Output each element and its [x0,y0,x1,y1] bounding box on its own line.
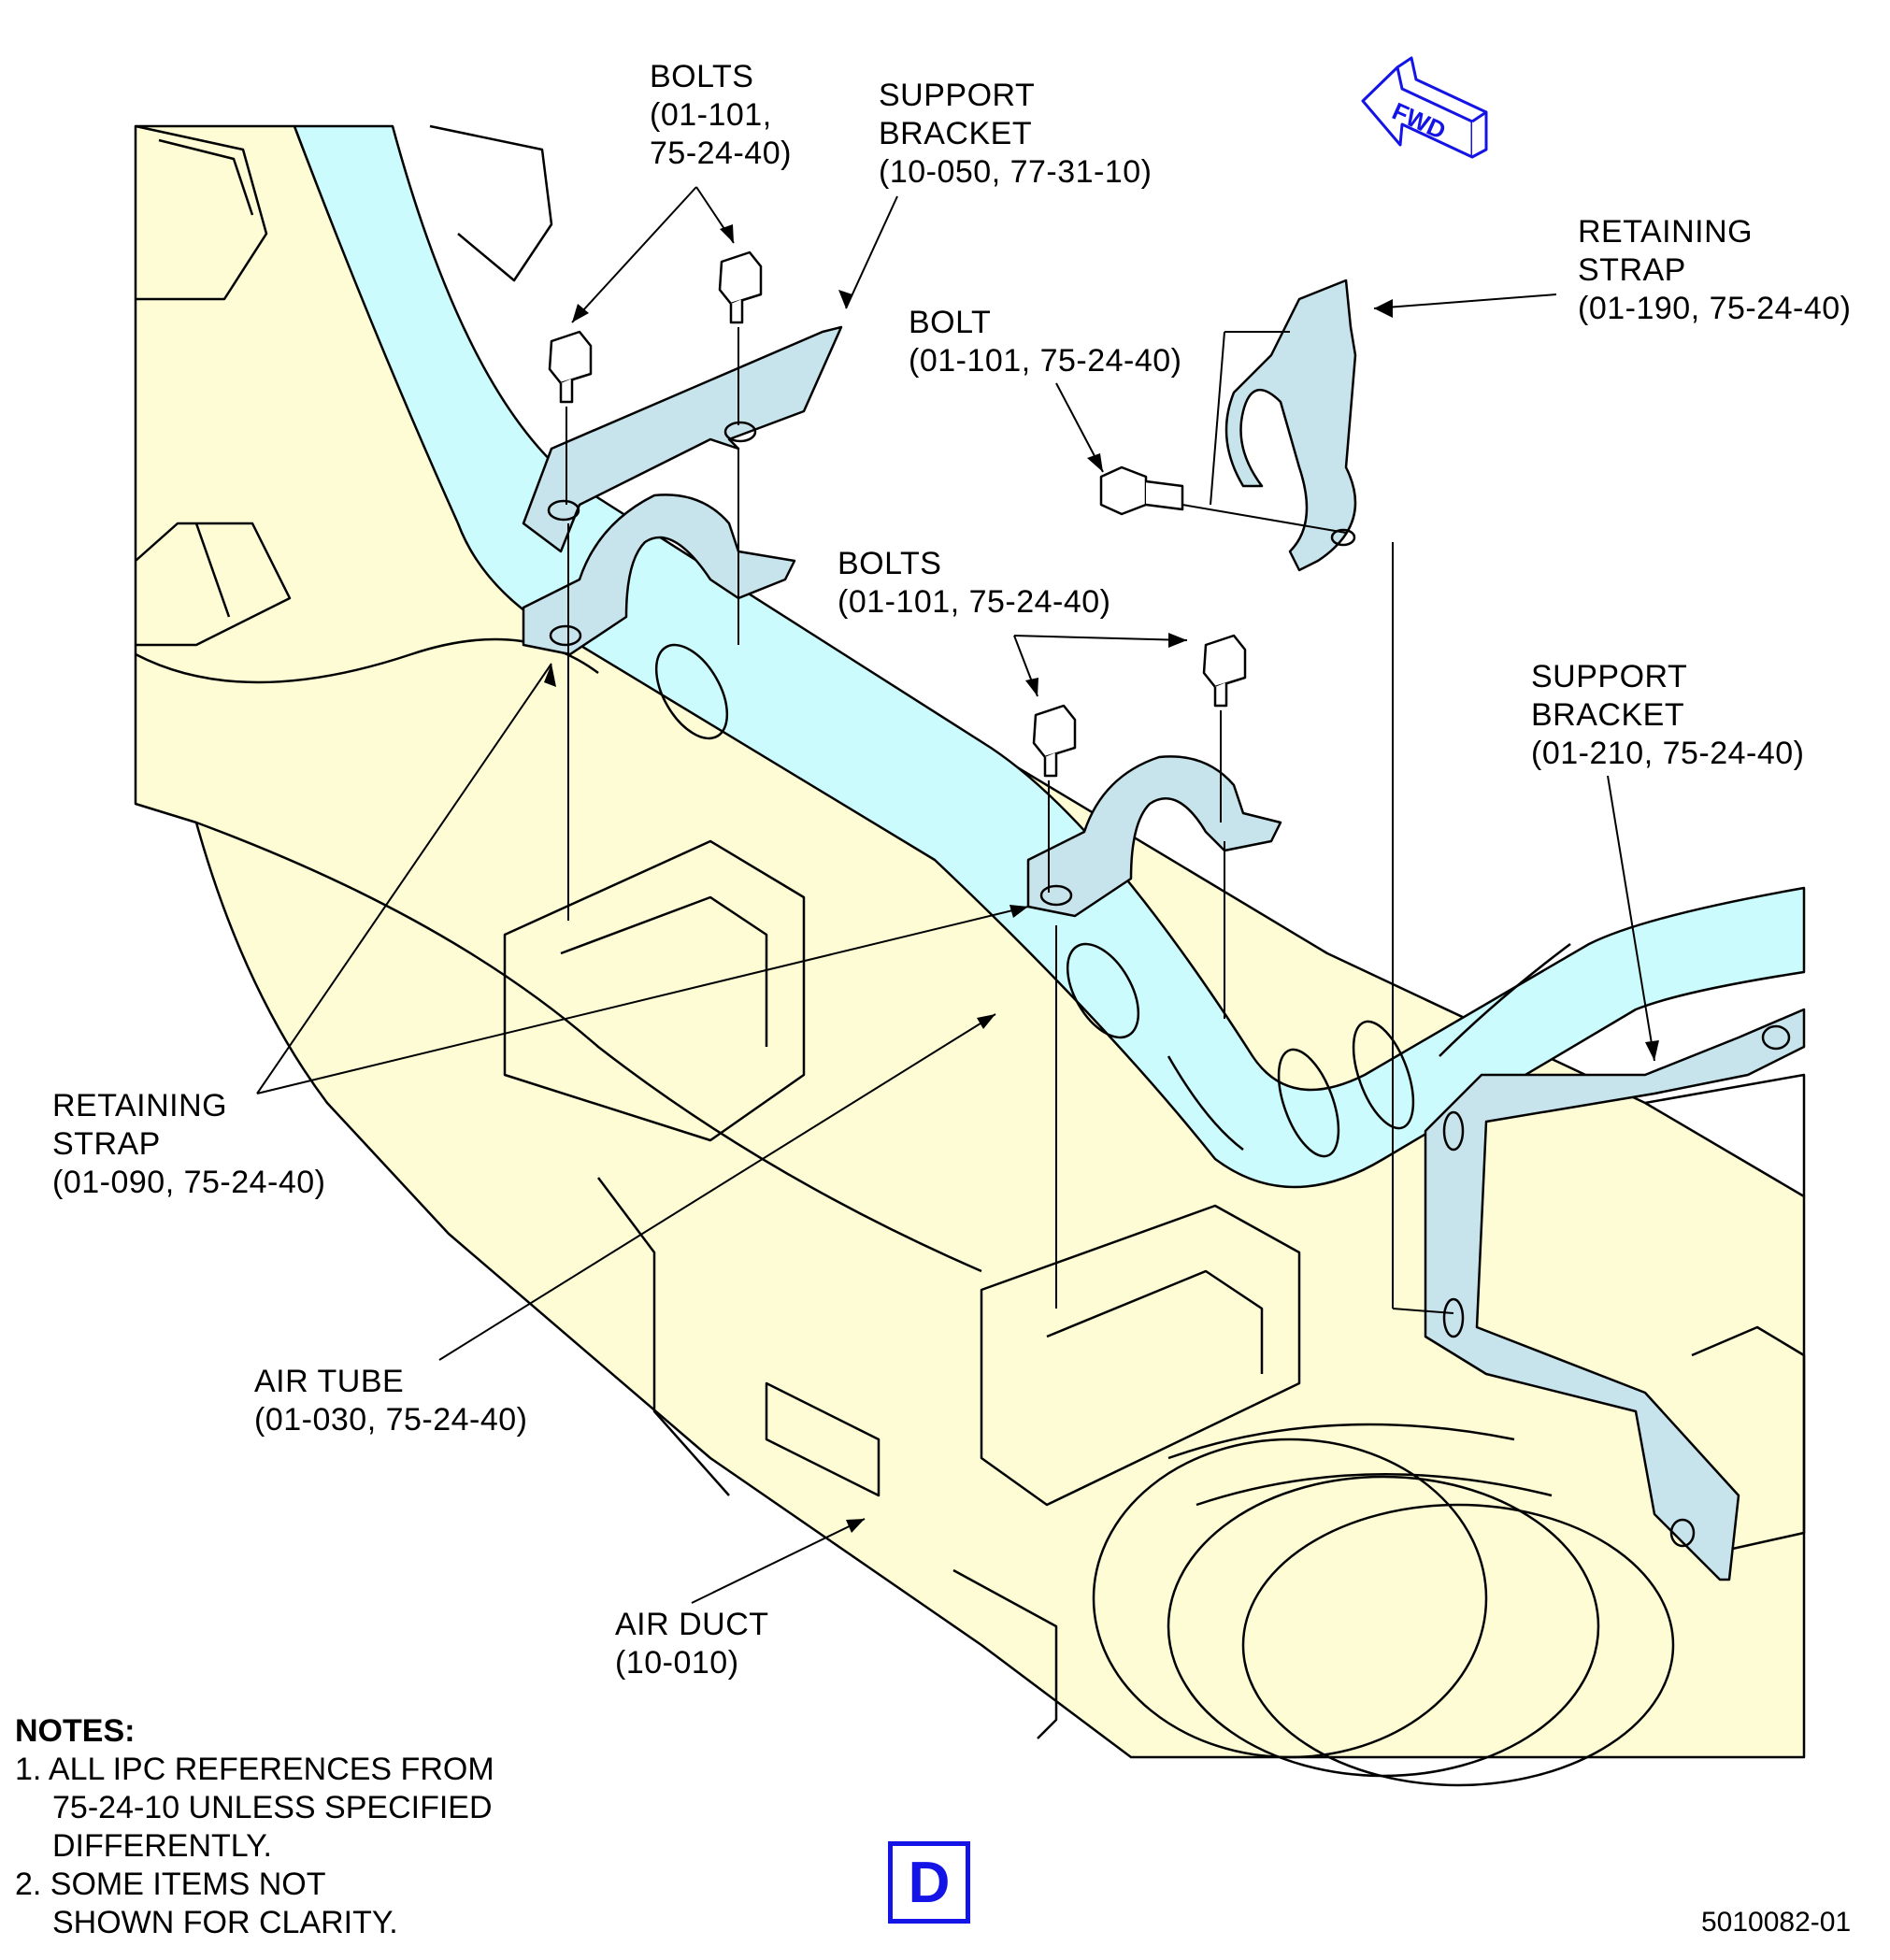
support-bracket-top [522,325,843,553]
notes-block: NOTES: 1. ALL IPC REFERENCES FROM 75-24-… [15,1712,494,1942]
note-1-line-1: 1. ALL IPC REFERENCES FROM [15,1752,494,1787]
label-air-duct: AIR DUCT(10-010) [615,1607,769,1681]
retaining-strap-left [522,494,1282,918]
notes-heading: NOTES: [15,1713,136,1749]
leader-arrowheads [544,224,1659,1533]
air-tube [293,124,1806,1189]
assembly-lines [566,327,1454,1314]
note-2-line-1: 2. SOME ITEMS NOT [15,1867,326,1902]
figure-number: 5010082-01 [1701,1907,1852,1938]
note-1-line-3: DIFFERENTLY. [52,1828,272,1864]
note-1-line-2: 75-24-10 UNLESS SPECIFIED [52,1790,493,1825]
leader-lines [256,186,1655,1604]
view-letter-box: D [888,1841,970,1924]
label-bolts-top: BOLTS(01-101,75-24-40) [650,59,792,171]
label-air-tube: AIR TUBE(01-030, 75-24-40) [254,1364,528,1438]
bolt-mid [1099,465,1184,516]
retaining-strap-right [1224,279,1357,572]
bolt-mid-right [1202,634,1247,708]
label-bolts-mid: BOLTS(01-101, 75-24-40) [838,546,1111,620]
bolt-top-right [718,250,763,324]
support-bracket-right [1424,1008,1806,1581]
note-2-line-2: SHOWN FOR CLARITY. [52,1905,398,1940]
bolt-mid-left [1032,704,1077,778]
bolt-top-left [548,330,593,404]
label-bolt-mid: BOLT(01-101, 75-24-40) [909,305,1182,379]
fwd-arrow-icon: FWD [1361,56,1488,159]
